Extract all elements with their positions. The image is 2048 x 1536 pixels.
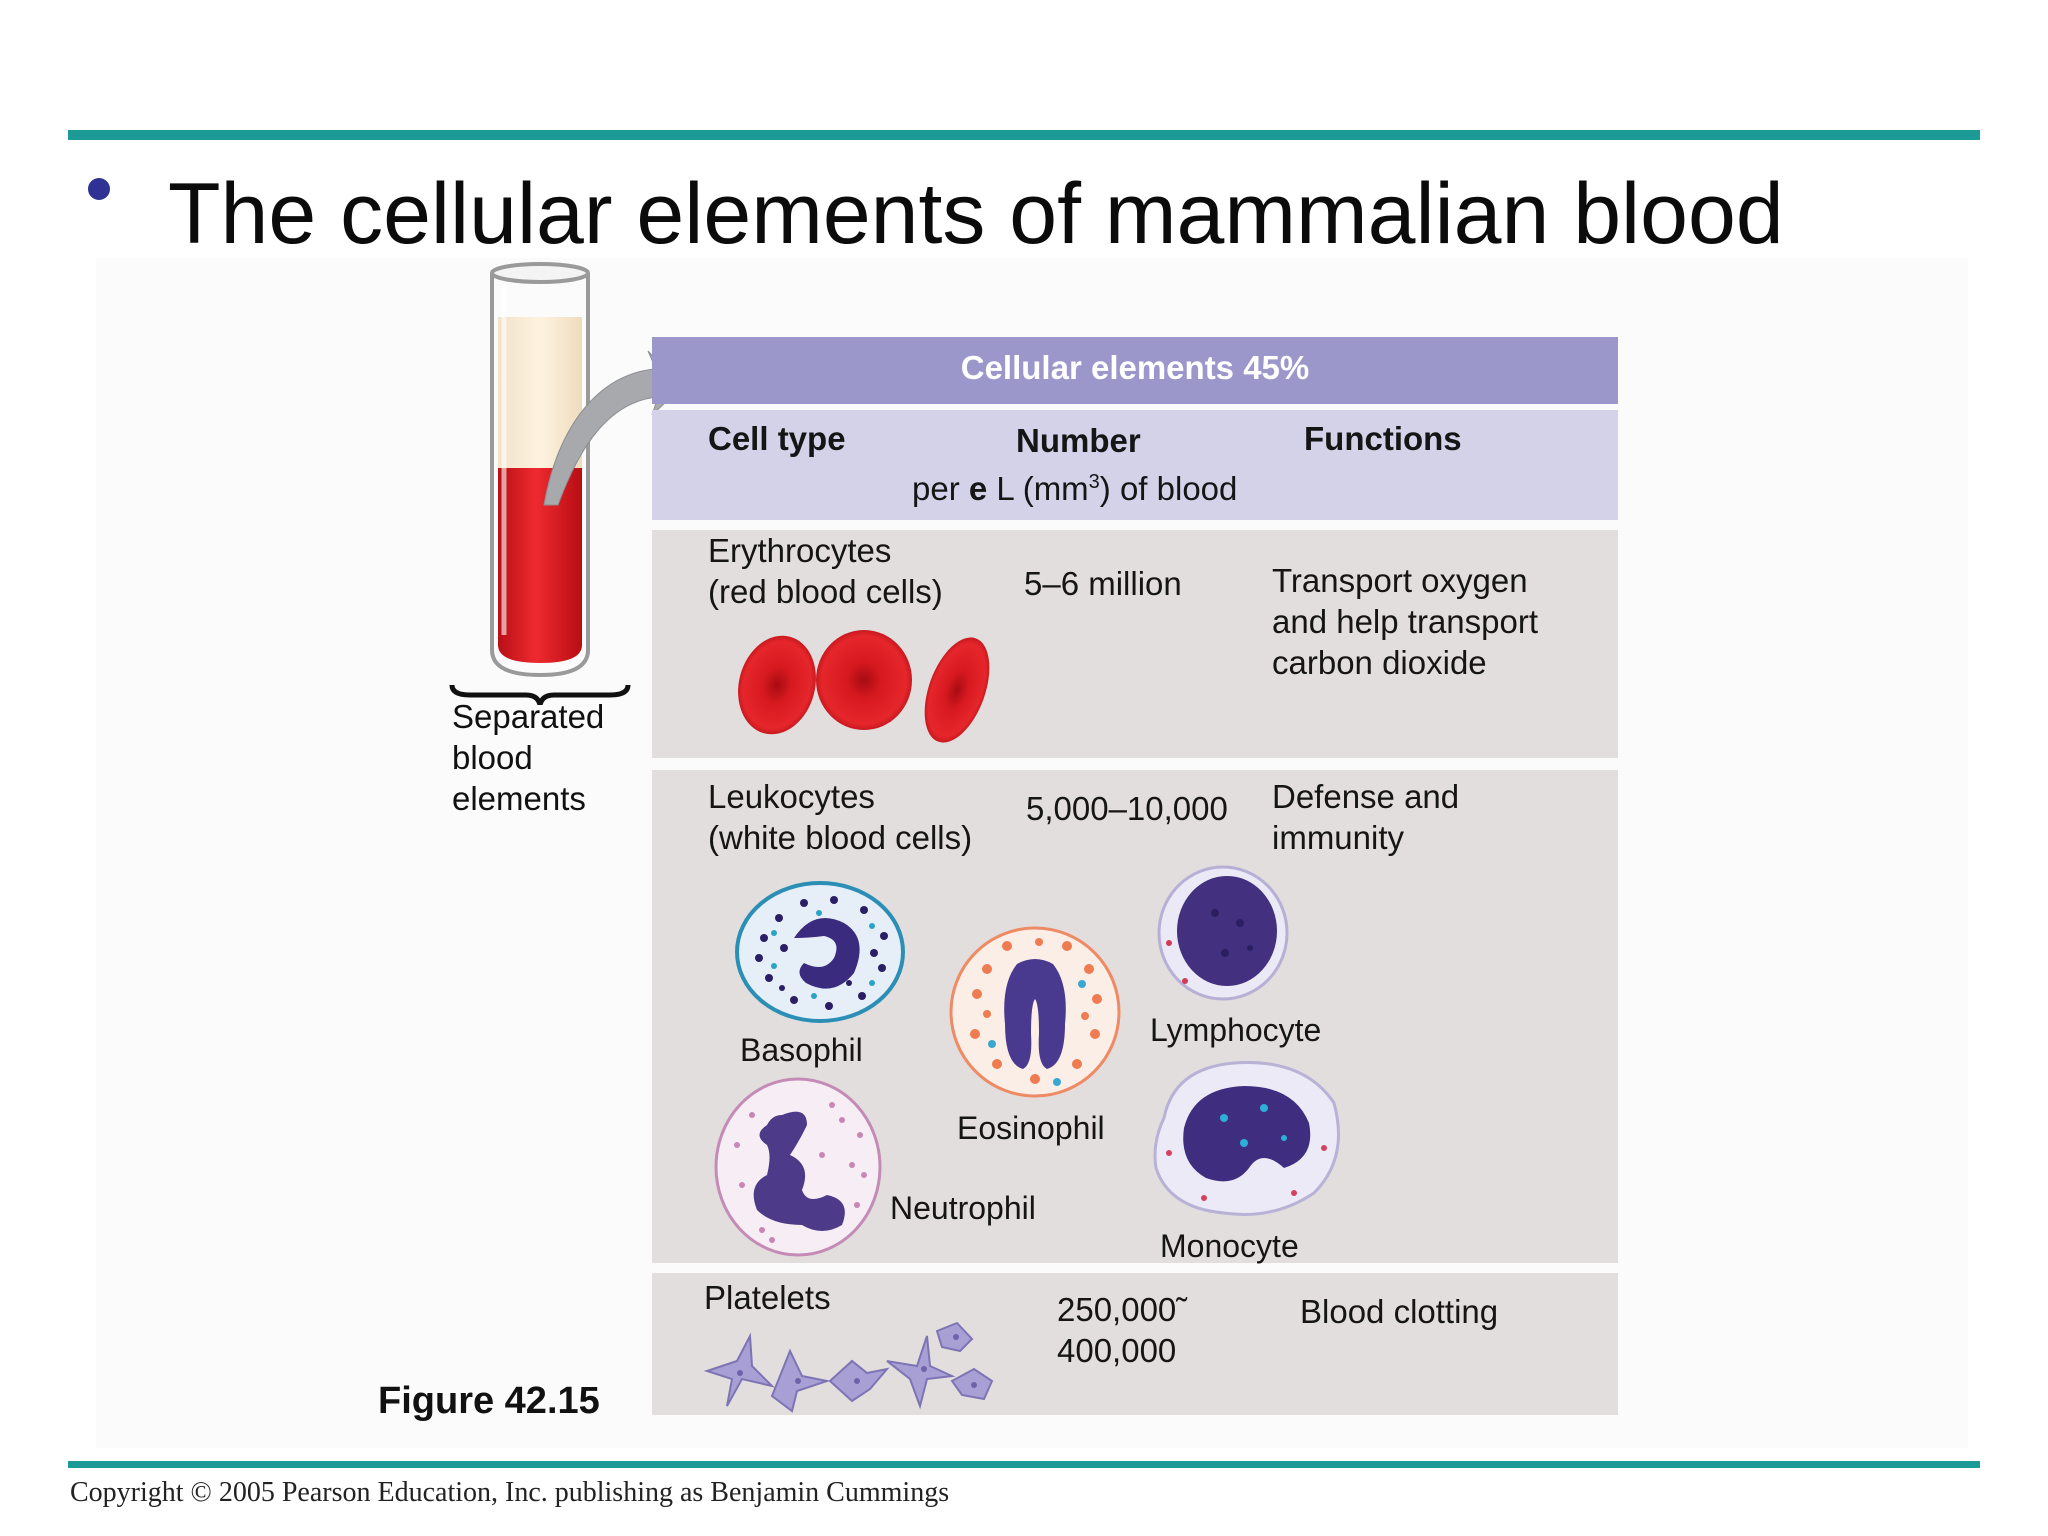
tube-label-line3: elements xyxy=(452,780,586,817)
col-functions: Functions xyxy=(1304,420,1462,457)
eosinophil-illustration xyxy=(949,926,1121,1098)
table-header-row: Cell type Number per e L (mm3) of blood … xyxy=(652,410,1618,520)
basophil-illustration xyxy=(735,881,905,1023)
leukocytes-number: 5,000–10,000 xyxy=(1026,790,1228,827)
slide-title: The cellular elements of mammalian blood xyxy=(168,166,1784,262)
monocyte-illustration xyxy=(1153,1061,1340,1216)
unit-post: ) of blood xyxy=(1099,470,1238,507)
lymphocyte-illustration xyxy=(1157,865,1289,1001)
erythrocytes-function-line3: carbon dioxide xyxy=(1272,644,1487,681)
monocyte-label: Monocyte xyxy=(1160,1228,1299,1264)
unit-sup: 3 xyxy=(1088,471,1100,493)
erythrocytes-function-line2: and help transport xyxy=(1272,603,1539,640)
lymphocyte-label: Lymphocyte xyxy=(1150,1012,1322,1048)
col-number: Number xyxy=(1016,422,1141,459)
eosinophil-label: Eosinophil xyxy=(957,1110,1105,1146)
bottom-teal-rule xyxy=(68,1461,1980,1468)
tube-label-line2: blood xyxy=(452,739,533,776)
leukocytes-function-line2: immunity xyxy=(1272,819,1405,856)
col-cell-type: Cell type xyxy=(708,420,846,457)
platelets-number-line2: 400,000 xyxy=(1057,1332,1177,1369)
basophil-label: Basophil xyxy=(740,1032,863,1068)
erythrocytes-name-line2: (red blood cells) xyxy=(708,573,943,610)
platelets-number-line1: 250,000̃ xyxy=(1057,1291,1177,1328)
leukocytes-name-line2: (white blood cells) xyxy=(708,819,973,856)
table-banner: Cellular elements 45% xyxy=(652,337,1618,404)
tube-label-line1: Separated xyxy=(452,698,605,735)
test-tube-illustration xyxy=(449,262,683,705)
platelets-name: Platelets xyxy=(704,1279,831,1316)
figure-label: Figure 42.15 xyxy=(378,1380,600,1422)
table-row-erythrocytes: Erythrocytes (red blood cells) 5–6 milli… xyxy=(652,530,1618,758)
neutrophil-label: Neutrophil xyxy=(890,1190,1036,1226)
erythrocytes-function-line1: Transport oxygen xyxy=(1272,562,1528,599)
platelets-illustration xyxy=(703,1321,994,1413)
erythrocytes-number: 5–6 million xyxy=(1024,565,1182,602)
leukocytes-name-line1: Leukocytes xyxy=(708,778,875,815)
tube-label: Separated blood elements xyxy=(452,696,604,819)
top-teal-rule xyxy=(68,130,1980,140)
cell-table: Cellular elements 45% Cell type Number p… xyxy=(652,337,1618,1415)
table-row-platelets: Platelets 250,000̃ 400,000 Blood clottin… xyxy=(652,1273,1618,1415)
unit-pre: per xyxy=(912,470,960,507)
red-blood-cells-illustration xyxy=(738,630,990,743)
col-number-unit: per e L (mm3) of blood xyxy=(912,462,1237,509)
unit-bold: e xyxy=(968,470,988,507)
unit-mid: L (mm xyxy=(996,470,1089,507)
erythrocytes-name-line1: Erythrocytes xyxy=(708,532,892,569)
leukocytes-function-line1: Defense and xyxy=(1272,778,1460,815)
neutrophil-illustration xyxy=(714,1077,882,1257)
banner-title: Cellular elements 45% xyxy=(960,349,1310,386)
title-bullet xyxy=(88,178,110,200)
copyright-notice: Copyright © 2005 Pearson Education, Inc.… xyxy=(70,1477,950,1508)
table-row-leukocytes: Leukocytes (white blood cells) 5,000–10,… xyxy=(652,770,1618,1264)
platelets-function: Blood clotting xyxy=(1300,1293,1499,1330)
